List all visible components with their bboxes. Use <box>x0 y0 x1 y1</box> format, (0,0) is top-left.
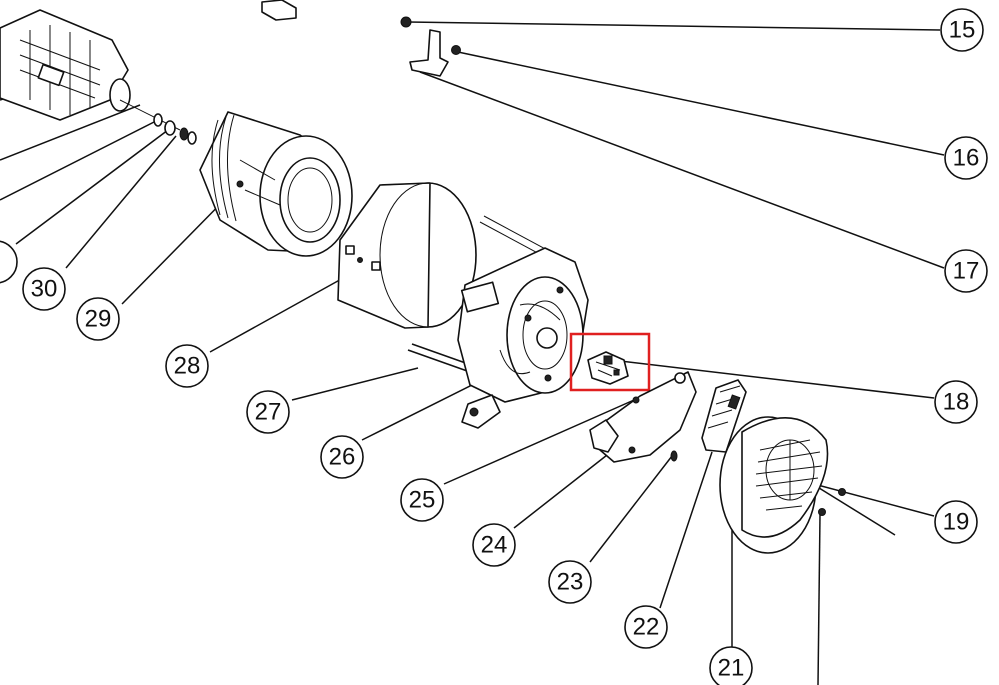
svg-text:29: 29 <box>85 306 112 333</box>
callout-16: 16 <box>944 136 988 180</box>
svg-text:27: 27 <box>255 399 282 426</box>
svg-text:22: 22 <box>633 614 660 641</box>
callout-18: 18 <box>934 380 978 424</box>
svg-text:16: 16 <box>953 145 980 172</box>
callout-21: 21 <box>709 646 753 685</box>
housing-tube-part <box>337 182 477 329</box>
callout-30: 30 <box>22 267 66 311</box>
svg-text:23: 23 <box>557 569 584 596</box>
callout-26: 26 <box>320 435 364 479</box>
svg-text:28: 28 <box>174 353 201 380</box>
callout-17: 17 <box>944 249 988 293</box>
brush-holder-part <box>587 351 629 385</box>
callout-28: 28 <box>165 344 209 388</box>
callout-25: 25 <box>400 478 444 522</box>
svg-text:21: 21 <box>718 655 745 682</box>
svg-text:30: 30 <box>31 276 58 303</box>
svg-text:25: 25 <box>409 487 436 514</box>
callout-15: 15 <box>940 8 984 52</box>
callout-22: 22 <box>624 605 668 649</box>
callout-27: 27 <box>246 390 290 434</box>
svg-text:24: 24 <box>481 532 508 559</box>
stator-part <box>199 111 353 257</box>
svg-text:19: 19 <box>943 509 970 536</box>
bracket-top-part <box>261 0 461 77</box>
washer-part <box>153 113 197 145</box>
brush-plate-part <box>589 371 697 463</box>
callout-19: 19 <box>934 500 978 544</box>
highlight-box <box>569 332 651 392</box>
vent-cover-part <box>719 416 846 554</box>
svg-text:17: 17 <box>953 258 980 285</box>
svg-text:26: 26 <box>329 444 356 471</box>
callout-partial-left <box>0 240 18 284</box>
armature-part <box>0 9 181 131</box>
end-bracket-part <box>457 247 589 429</box>
callout-23: 23 <box>548 560 592 604</box>
callout-24: 24 <box>472 523 516 567</box>
svg-text:15: 15 <box>949 17 976 44</box>
svg-text:18: 18 <box>943 389 970 416</box>
callout-29: 29 <box>76 297 120 341</box>
